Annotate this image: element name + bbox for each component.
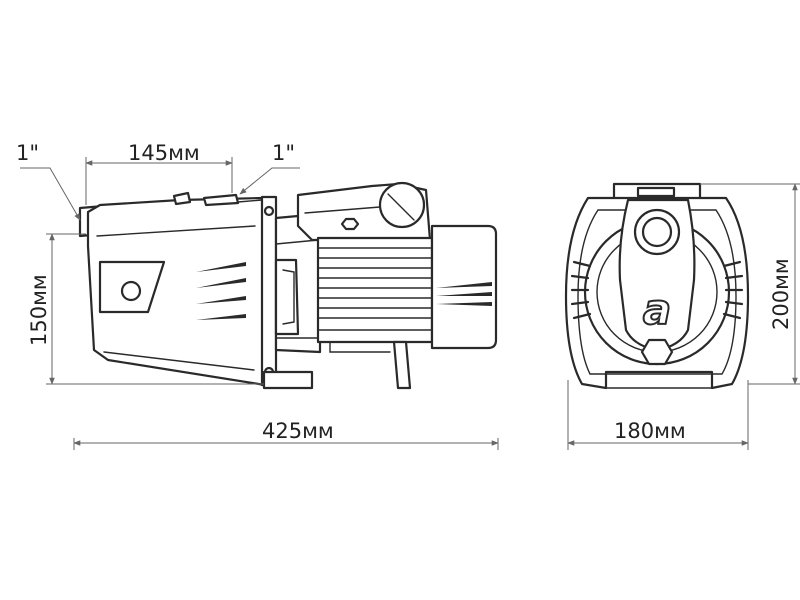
- front-view-dimensions: [567, 183, 800, 450]
- side-height-label: 150мм: [27, 274, 51, 346]
- front-height-label: 200мм: [769, 258, 793, 330]
- outlet-leader-line: [239, 167, 300, 195]
- side-ribs: [570, 260, 744, 320]
- inlet-offset-label: 145мм: [128, 141, 200, 165]
- inlet-size-label: 1": [16, 141, 39, 165]
- outlet-size-label: 1": [272, 141, 295, 165]
- width-label: 180мм: [614, 419, 686, 443]
- pump-side-view: [78, 181, 498, 390]
- inlet-leader-line: [20, 167, 81, 221]
- pump-front-view: [564, 182, 750, 390]
- cooling-fins: [317, 247, 433, 331]
- length-label: 425мм: [262, 419, 334, 443]
- brand-logo: a: [643, 285, 671, 334]
- side-view-dimensions: [20, 157, 499, 450]
